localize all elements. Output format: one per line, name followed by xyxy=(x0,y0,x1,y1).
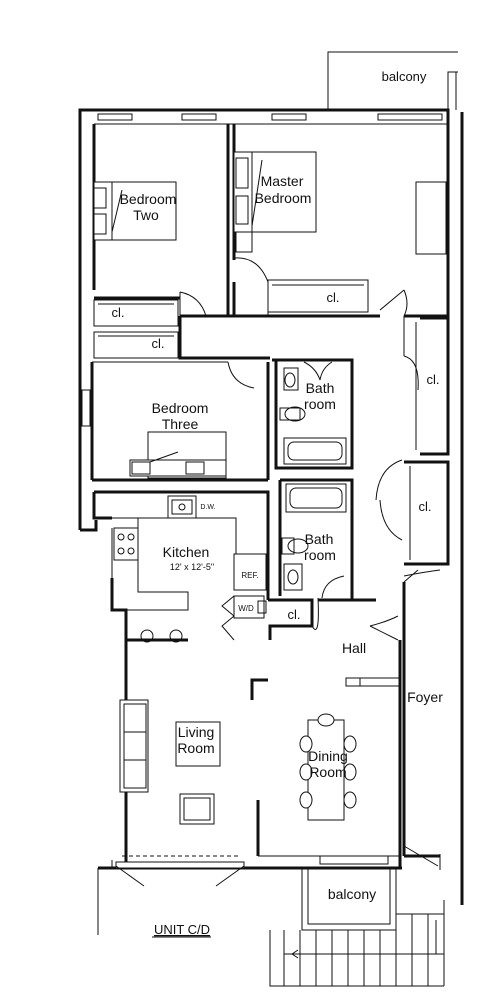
dining-label-1: Dining xyxy=(308,748,348,764)
kitchen: D.W. Kitchen 12' x 12'-5" REF. W/D xyxy=(92,490,270,643)
master-label-2: Bedroom xyxy=(255,190,312,206)
bath-lower: Bath room cl. xyxy=(268,478,354,640)
bedroom-two-label-2: Two xyxy=(133,207,159,223)
closet-right-2-label: cl. xyxy=(419,499,432,514)
closet-laundry-label: cl. xyxy=(288,607,301,622)
stairs xyxy=(269,900,445,987)
dishwasher-label: D.W. xyxy=(200,504,215,511)
bath-lower-label-2: room xyxy=(304,547,336,563)
bedroom-three-label-2: Three xyxy=(162,416,199,432)
bedroom-three: Bedroom Three xyxy=(90,316,270,482)
closet-left-1-label: cl. xyxy=(112,305,125,320)
balcony-bottom-label: balcony xyxy=(328,886,376,902)
closet-left-2-label: cl. xyxy=(152,336,165,351)
master-bedroom: Master Bedroom cl. xyxy=(180,124,448,318)
balcony-top: balcony xyxy=(327,51,458,110)
hall-foyer: Hall Foyer xyxy=(250,569,443,870)
bedroom-two: Bedroom Two cl. cl. xyxy=(93,124,230,359)
refrigerator-label: REF. xyxy=(241,571,258,580)
unit-title: UNIT C/D xyxy=(154,922,210,937)
bedroom-two-label-1: Bedroom xyxy=(120,191,177,207)
dining-label-2: Room xyxy=(309,764,346,780)
closet-master-label: cl. xyxy=(327,290,340,305)
balcony-top-label: balcony xyxy=(382,69,427,84)
bath-upper: Bath room xyxy=(272,358,354,470)
master-label-1: Master xyxy=(261,173,304,189)
kitchen-size-label: 12' x 12'-5" xyxy=(170,562,214,572)
closet-right-1-label: cl. xyxy=(427,372,440,387)
bath-upper-label-2: room xyxy=(304,396,336,412)
living-label-2: Room xyxy=(177,740,214,756)
balcony-bottom: balcony xyxy=(301,868,397,931)
right-closets: cl. cl. xyxy=(375,316,450,566)
kitchen-label: Kitchen xyxy=(163,544,210,560)
hall-label: Hall xyxy=(342,640,366,656)
washer-dryer-label: W/D xyxy=(238,604,254,613)
living-dining: Living Room Dining Room xyxy=(115,638,400,887)
living-label-1: Living xyxy=(178,724,215,740)
bedroom-three-label-1: Bedroom xyxy=(152,400,209,416)
foyer-label: Foyer xyxy=(407,689,443,705)
bath-upper-label-1: Bath xyxy=(306,380,335,396)
bath-lower-label-1: Bath xyxy=(305,531,334,547)
windows-top xyxy=(81,113,443,427)
